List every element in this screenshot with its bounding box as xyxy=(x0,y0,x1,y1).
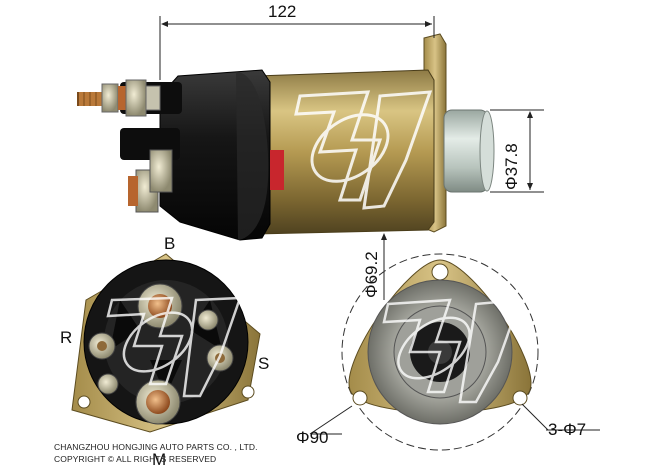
terminal-s-label: S xyxy=(258,354,270,373)
flange-diameter-label: Φ90 xyxy=(296,428,329,447)
company-name: CHANGZHOU HONGJING AUTO PARTS CO. , LTD. xyxy=(54,442,258,452)
body-diameter-label: Φ69.2 xyxy=(362,251,381,298)
terminal-r-label: R xyxy=(60,328,73,347)
dimension-length xyxy=(159,16,435,80)
terminal-b-label: B xyxy=(164,234,176,253)
plunger-diameter-label: Φ37.8 xyxy=(502,143,521,190)
terminal-m-label: M xyxy=(152,450,167,469)
solenoid-side-view xyxy=(77,33,495,241)
solenoid-front-view xyxy=(309,253,600,451)
length-dimension-label: 122 xyxy=(268,2,297,21)
copyright-notice: COPYRIGHT © ALL RIGHTS RESERVED xyxy=(54,454,217,464)
mounting-holes-label: 3-Φ7 xyxy=(548,420,587,439)
dimension-plunger xyxy=(490,109,544,193)
solenoid-rear-view xyxy=(71,253,261,433)
